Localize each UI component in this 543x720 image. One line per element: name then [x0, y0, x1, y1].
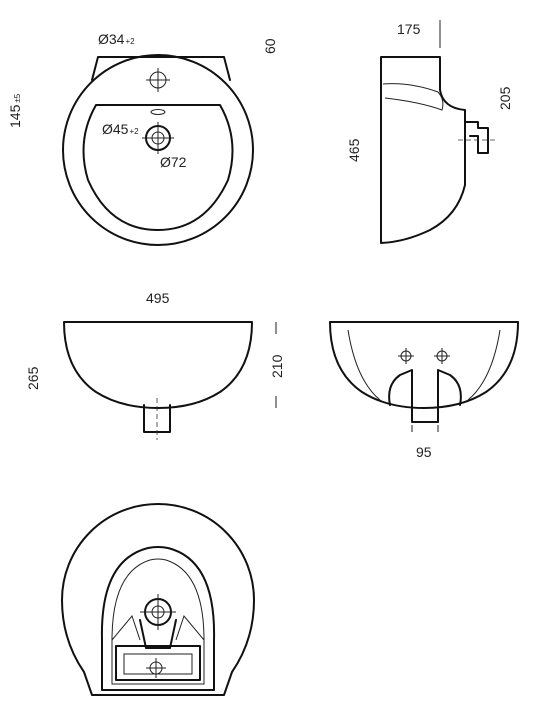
dim-height-145: 145±5 — [7, 93, 23, 128]
side-view-inner-bowl — [382, 83, 444, 111]
top-view-overflow-slot — [150, 109, 166, 115]
top-view-tap-deck — [91, 56, 231, 81]
rear-view-basin — [329, 321, 519, 409]
side-view-waste-pipe — [464, 121, 489, 154]
side-view-outline — [380, 56, 466, 244]
bottom-view-wedge-left — [111, 614, 141, 641]
dim-front-height-inner: 210 — [269, 354, 285, 378]
dim-front-height: 265 — [25, 366, 41, 390]
dim-tap-hole: Ø34+2 — [98, 31, 135, 47]
rear-view-outlet-block — [388, 369, 462, 423]
bottom-view-plate — [115, 645, 201, 681]
bottom-view-outer — [61, 503, 255, 696]
bottom-view-plate-inner — [123, 653, 193, 675]
dim-front-width: 495 — [146, 290, 170, 306]
dim-tap-height: 60 — [262, 38, 278, 54]
dim-side-top: 175 — [397, 21, 421, 37]
top-view — [62, 54, 254, 246]
bottom-view-wedge-right — [175, 614, 205, 641]
dim-side-waste-height: 205 — [497, 86, 513, 110]
bottom-view-waste-column — [139, 619, 177, 649]
dim-side-depth: 465 — [346, 138, 362, 162]
front-view — [63, 321, 277, 440]
top-view-bowl — [82, 104, 234, 231]
bottom-view-frame-outer — [100, 546, 216, 691]
rear-view-inner-cavity — [347, 329, 501, 401]
dim-rear-outlet: 95 — [416, 444, 432, 460]
dim-bowl-diameter: Ø72 — [160, 154, 187, 170]
front-view-basin — [63, 321, 253, 409]
top-view-outer-rim — [62, 54, 254, 246]
bottom-view — [61, 503, 255, 696]
rear-view — [329, 321, 519, 432]
side-view — [380, 20, 498, 244]
bottom-view-frame-inner — [111, 558, 205, 685]
dim-waste-hole: Ø45+2 — [102, 121, 139, 137]
